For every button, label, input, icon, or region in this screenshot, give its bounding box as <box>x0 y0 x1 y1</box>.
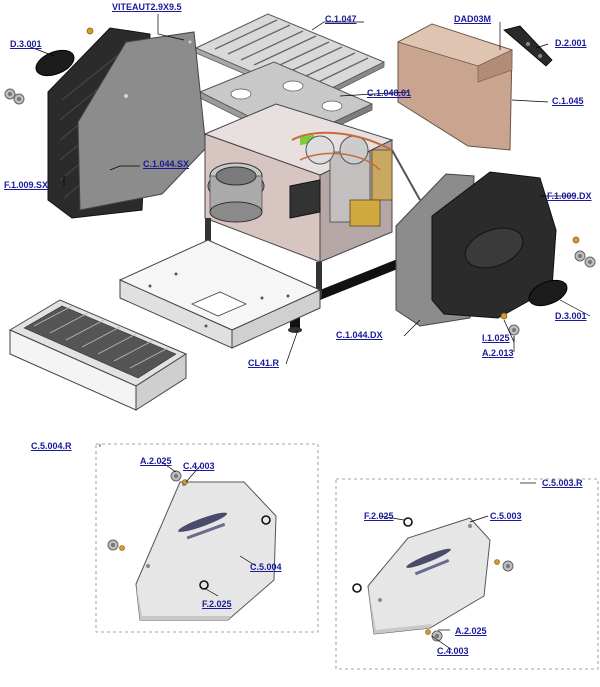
label-f2025-right[interactable]: F.2.025 <box>364 511 394 521</box>
right-cap-nut <box>572 236 580 244</box>
rear-top-cover-panel <box>396 23 514 151</box>
label-a2013[interactable]: A.2.013 <box>482 348 514 358</box>
base-plate <box>118 239 322 349</box>
glass-side-panel-left <box>135 481 277 621</box>
glass-side-panel-right <box>367 517 491 635</box>
label-c1045[interactable]: C.1.045 <box>552 96 584 106</box>
label-d3001-right[interactable]: D.3.001 <box>555 311 587 321</box>
label-c4003-right[interactable]: C.4.003 <box>437 646 469 656</box>
left-cap-nut <box>86 27 94 35</box>
label-c1047[interactable]: C.1.047 <box>325 14 357 24</box>
machine-body <box>174 103 421 333</box>
label-c5004r[interactable]: C.5.004.R <box>31 441 72 451</box>
left-spacer-nuts <box>4 88 25 105</box>
left-kit-oring-right <box>261 515 271 525</box>
kit-box-right <box>335 478 599 670</box>
leader-lines <box>27 14 591 651</box>
right-spacer-nuts <box>574 250 596 268</box>
small-bracket <box>503 25 553 67</box>
label-d2001[interactable]: D.2.001 <box>555 38 587 48</box>
left-kit-spacer-side <box>107 539 125 551</box>
right-side-cap <box>528 279 568 307</box>
left-kit-oring-bottom <box>199 580 209 590</box>
label-c4003-left[interactable]: C.4.003 <box>183 461 215 471</box>
label-dad03m[interactable]: DAD03M <box>454 14 492 24</box>
right-kit-oring-left <box>352 583 362 593</box>
left-side-cap <box>35 49 75 77</box>
label-f1009sx[interactable]: F.1.009.SX <box>4 180 49 190</box>
label-i1025[interactable]: I.1.025 <box>482 333 510 343</box>
label-viteaut[interactable]: VITEAUT2.9X9.5 <box>112 2 182 12</box>
label-f1009dx[interactable]: F.1.009.DX <box>547 191 592 201</box>
right-kit-oring-top <box>403 517 413 527</box>
right-bolt-washer <box>500 312 508 320</box>
label-c5003r[interactable]: C.5.003.R <box>542 478 583 488</box>
right-kit-nut-bottom <box>425 629 431 635</box>
left-kit-nut-top <box>182 479 188 485</box>
left-kit-spacer <box>170 470 182 482</box>
right-kit-spacer-side <box>494 559 514 572</box>
label-c1044dx[interactable]: C.1.044.DX <box>336 330 383 340</box>
kit-box-left <box>95 443 319 633</box>
label-c5004[interactable]: C.5.004 <box>250 562 282 572</box>
right-spacer-sleeve <box>508 324 520 336</box>
label-cl41r[interactable]: CL41.R <box>248 358 280 368</box>
label-d3001-left[interactable]: D.3.001 <box>10 39 42 49</box>
label-a2025-left[interactable]: A.2.025 <box>140 456 172 466</box>
drip-tray <box>8 299 188 411</box>
label-c1044sx[interactable]: C.1.044.SX <box>143 159 190 169</box>
label-c104801[interactable]: C.1.048.01 <box>367 88 412 98</box>
label-c5003[interactable]: C.5.003 <box>490 511 522 521</box>
label-a2025-right[interactable]: A.2.025 <box>455 626 487 636</box>
label-f2025-left[interactable]: F.2.025 <box>202 599 232 609</box>
right-side-panel-frame <box>431 171 557 319</box>
